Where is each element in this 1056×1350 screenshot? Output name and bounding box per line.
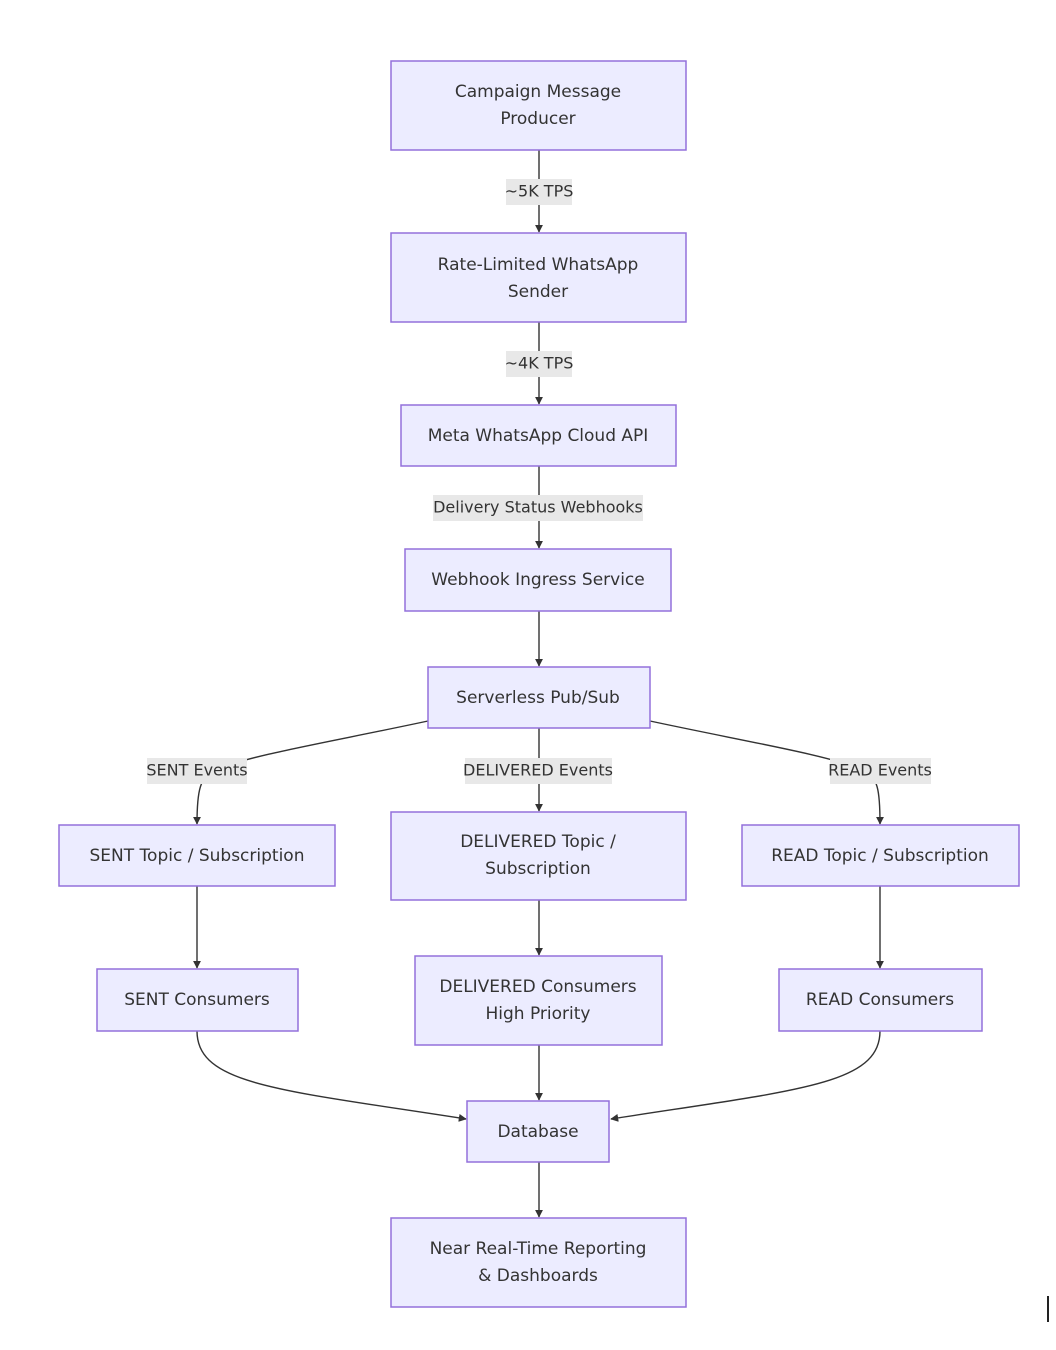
edge-label-sent-events-text: SENT Events <box>146 761 247 780</box>
node-pubsub-label: Serverless Pub/Sub <box>456 688 620 708</box>
node-sender-line-1: Rate-Limited WhatsApp <box>438 255 639 275</box>
edge-label-4k-tps-text: ~4K TPS <box>505 354 574 373</box>
node-read-consumers-label: READ Consumers <box>806 990 954 1010</box>
node-campaign-message-producer: Campaign Message Producer <box>390 60 687 151</box>
edge-label-delivered-events-text: DELIVERED Events <box>463 761 613 780</box>
node-delivered-consumers: DELIVERED Consumers High Priority <box>414 955 663 1046</box>
edge-label-sent-events: SENT Events <box>146 758 248 784</box>
node-sent-topic-subscription: SENT Topic / Subscription <box>58 824 336 887</box>
node-producer-line-2: Producer <box>500 109 575 129</box>
edge-label-delivery-status-webhooks: Delivery Status Webhooks <box>433 495 643 521</box>
node-delivered-consumers-line-2: High Priority <box>486 1004 591 1024</box>
node-database: Database <box>466 1100 610 1163</box>
node-serverless-pubsub: Serverless Pub/Sub <box>427 666 651 729</box>
text-cursor-icon <box>1047 1296 1049 1322</box>
node-meta-whatsapp-cloud-api: Meta WhatsApp Cloud API <box>400 404 677 467</box>
node-sent-consumers: SENT Consumers <box>96 968 299 1032</box>
edge-label-5k-tps-text: ~5K TPS <box>505 182 574 201</box>
node-read-consumers: READ Consumers <box>778 968 983 1032</box>
node-read-topic-label: READ Topic / Subscription <box>771 846 989 866</box>
node-sent-topic-label: SENT Topic / Subscription <box>90 846 305 866</box>
node-meta-api-label: Meta WhatsApp Cloud API <box>428 426 649 446</box>
node-producer-line-1: Campaign Message <box>455 82 621 102</box>
node-delivered-topic-subscription: DELIVERED Topic / Subscription <box>390 811 687 901</box>
node-delivered-topic-line-1: DELIVERED Topic / <box>460 832 616 852</box>
node-delivered-topic-line-2: Subscription <box>485 859 591 879</box>
edge-labels: ~5K TPS ~4K TPS Delivery Status Webhooks… <box>146 179 932 784</box>
edge-label-delivered-events: DELIVERED Events <box>463 758 613 784</box>
edge-sent-consumers-to-database <box>196 1030 467 1122</box>
edge-label-read-events-text: READ Events <box>828 761 932 780</box>
node-read-topic-subscription: READ Topic / Subscription <box>741 824 1020 887</box>
nodes: Campaign Message Producer Rate-Limited W… <box>58 60 1020 1308</box>
edge-label-delivery-status-webhooks-text: Delivery Status Webhooks <box>433 498 643 517</box>
node-reporting-line-2: & Dashboards <box>478 1266 598 1286</box>
node-database-label: Database <box>497 1122 578 1142</box>
node-near-real-time-reporting: Near Real-Time Reporting & Dashboards <box>390 1217 687 1308</box>
node-sender-line-2: Sender <box>508 282 568 302</box>
node-rate-limited-sender: Rate-Limited WhatsApp Sender <box>390 232 687 323</box>
edge-label-4k-tps: ~4K TPS <box>505 351 574 377</box>
node-reporting-line-1: Near Real-Time Reporting <box>430 1239 647 1259</box>
edge-label-read-events: READ Events <box>828 758 932 784</box>
node-webhook-ingress-service: Webhook Ingress Service <box>404 548 672 612</box>
edge-label-5k-tps: ~5K TPS <box>505 179 574 205</box>
node-webhook-label: Webhook Ingress Service <box>431 570 645 590</box>
node-delivered-consumers-line-1: DELIVERED Consumers <box>439 977 636 997</box>
node-sent-consumers-label: SENT Consumers <box>124 990 270 1010</box>
edge-read-consumers-to-database <box>610 1030 881 1122</box>
